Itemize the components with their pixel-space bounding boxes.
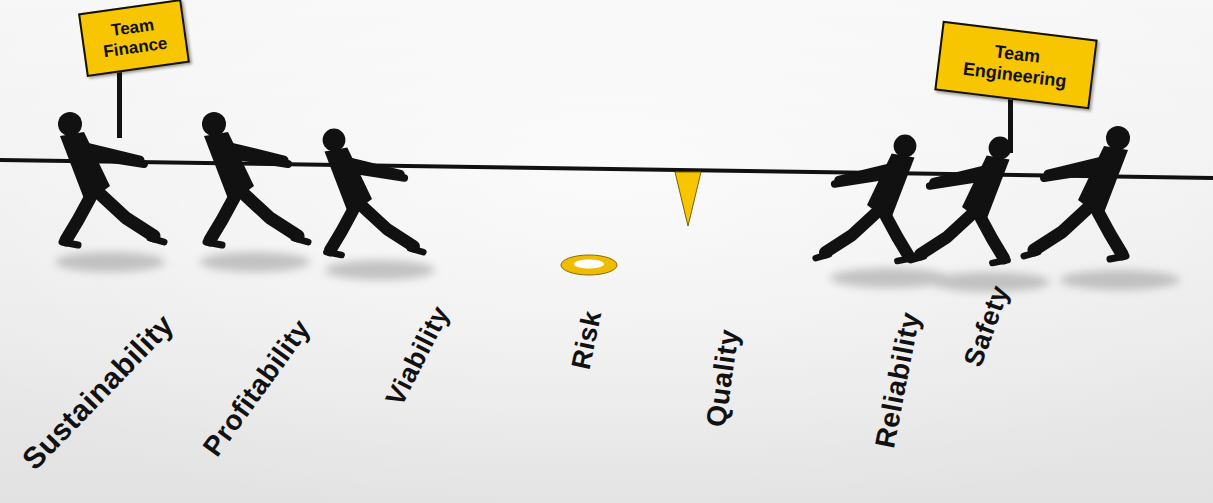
sign-label: Team Engineering: [954, 37, 1078, 93]
sign-label: Team Finance: [87, 12, 182, 63]
center-marker: [675, 172, 701, 226]
puller-figure: [816, 135, 917, 261]
puller-figure: [202, 112, 308, 245]
target-ring: [561, 255, 617, 275]
puller-figure: [1024, 126, 1130, 259]
puller-figure: [323, 129, 424, 255]
figure-shadows: [55, 252, 1180, 292]
rope: [0, 160, 1213, 178]
target-ring-hole: [574, 260, 604, 269]
puller-figure: [58, 112, 164, 245]
puller-figure: [911, 137, 1012, 263]
